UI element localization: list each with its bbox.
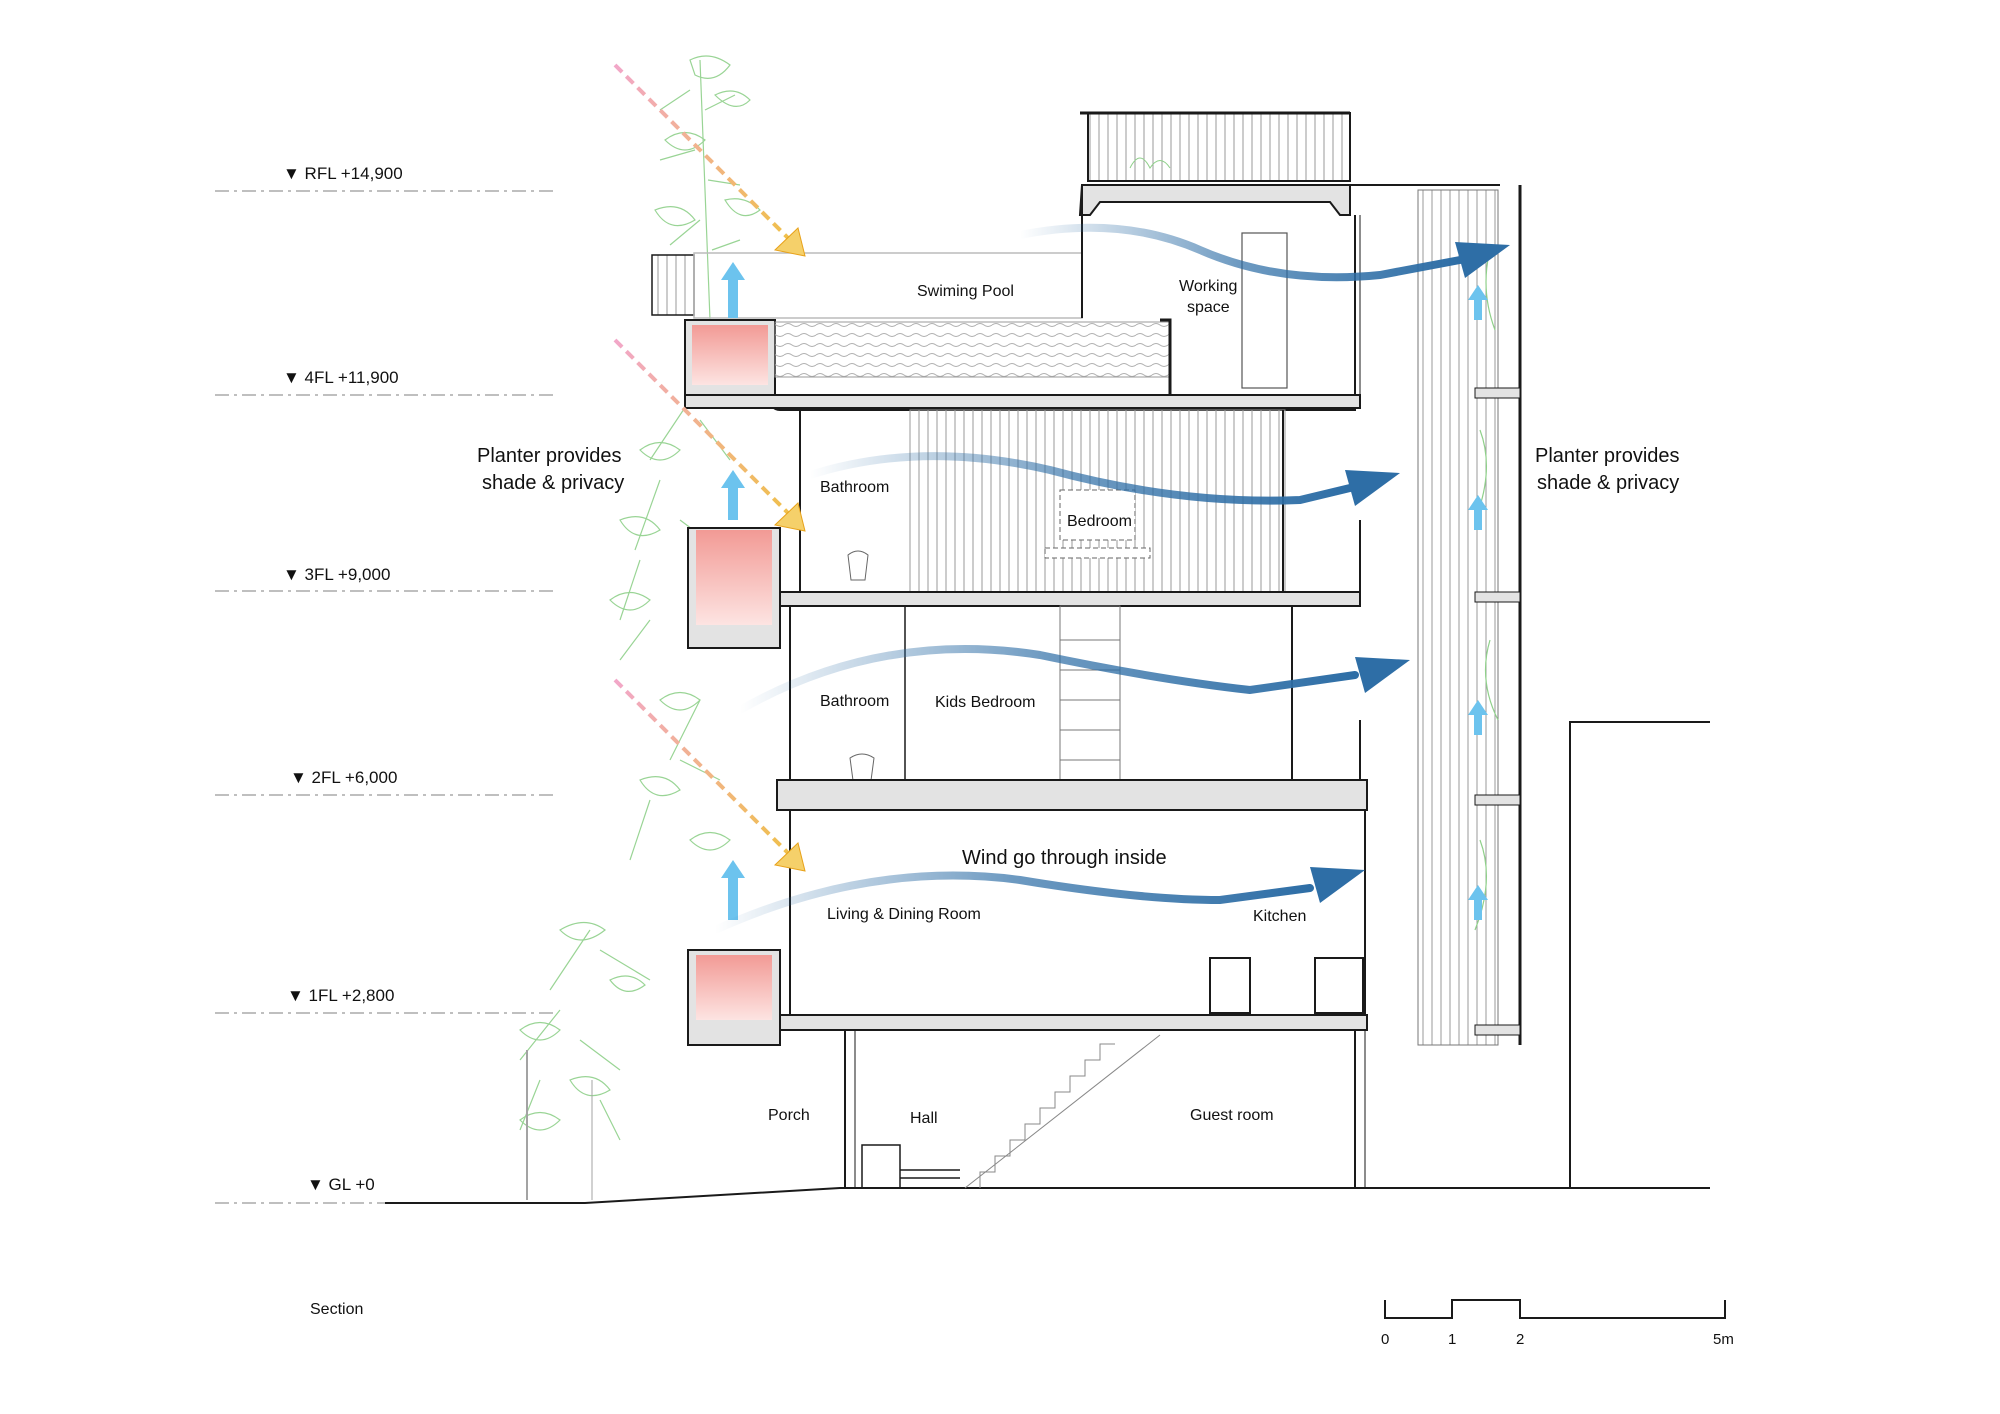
level-gl: ▼ GL +0 xyxy=(215,1175,385,1204)
planter-note-right: shade & privacy xyxy=(1537,472,1679,494)
sun-rays xyxy=(613,63,806,872)
air-up-arrow-icon xyxy=(1468,700,1488,735)
room-label-living-dining: Living & Dining Room xyxy=(827,906,981,923)
wind-arrow-icon xyxy=(1016,223,1510,282)
drawing-caption: Section xyxy=(310,1301,363,1318)
level-rfl: ▼ RFL +14,900 xyxy=(215,164,555,192)
room-label-bathroom: Bathroom xyxy=(820,479,889,496)
room-label-working-space: space xyxy=(1187,299,1230,316)
floor-4fl xyxy=(651,185,1361,411)
wind-arrows xyxy=(711,223,1510,934)
scale-tick-label: 1 xyxy=(1448,1331,1456,1348)
room-label-kitchen: Kitchen xyxy=(1253,908,1306,925)
air-up-arrow-icon xyxy=(721,860,745,920)
wind-arrow-icon xyxy=(736,645,1410,714)
sun-ray-arrow-icon xyxy=(613,678,806,872)
level-3fl: ▼ 3FL +9,000 xyxy=(215,565,555,592)
room-labels: Swiming Pool Working space Bathroom Bedr… xyxy=(768,278,1306,1127)
air-up-arrow-icon xyxy=(1468,495,1488,530)
room-label-working-space: Working xyxy=(1179,278,1237,295)
air-up-arrow-icon xyxy=(721,470,745,520)
air-up-arrow-icon xyxy=(1468,285,1488,320)
level-label: ▼ 4FL +11,900 xyxy=(283,368,399,387)
room-label-hall: Hall xyxy=(910,1110,938,1127)
level-label: ▼ GL +0 xyxy=(307,1175,375,1194)
sun-ray-arrow-icon xyxy=(613,63,806,257)
ground xyxy=(385,721,1710,1204)
room-label-kids-bedroom: Kids Bedroom xyxy=(935,694,1036,711)
air-up-arrow-icon xyxy=(1468,885,1488,920)
level-label: ▼ 1FL +2,800 xyxy=(287,986,394,1005)
level-1fl: ▼ 1FL +2,800 xyxy=(215,986,555,1014)
ground-floor xyxy=(844,1030,1366,1189)
level-label: ▼ 3FL +9,000 xyxy=(283,565,390,584)
planter-note-left: Planter provides xyxy=(477,445,622,467)
level-markers: ▼ RFL +14,900 ▼ 4FL +11,900 ▼ 3FL +9,000… xyxy=(215,164,555,1204)
scale-bar: 0 1 2 5m xyxy=(1381,1299,1734,1348)
wind-arrow-icon xyxy=(711,867,1365,934)
scale-tick-label: 5m xyxy=(1713,1331,1734,1348)
scale-tick-label: 0 xyxy=(1381,1331,1389,1348)
planter-note-left: shade & privacy xyxy=(482,472,624,494)
room-label-bathroom: Bathroom xyxy=(820,693,889,710)
level-label: ▼ RFL +14,900 xyxy=(283,164,403,183)
planter-note-right: Planter provides xyxy=(1535,445,1680,467)
air-up-arrows xyxy=(721,262,1488,920)
floor-1fl xyxy=(687,810,1368,1046)
annotations: Planter provides shade & privacy Planter… xyxy=(477,445,1680,869)
scale-tick-label: 2 xyxy=(1516,1331,1524,1348)
room-label-guest-room: Guest room xyxy=(1190,1107,1274,1124)
air-up-arrow-icon xyxy=(721,262,745,318)
wind-arrow-icon xyxy=(806,452,1400,506)
level-label: ▼ 2FL +6,000 xyxy=(290,768,397,787)
floor-2fl xyxy=(776,605,1368,811)
floor-3fl xyxy=(687,408,1361,649)
right-louver-facade xyxy=(1417,185,1522,1046)
room-label-bedroom: Bedroom xyxy=(1067,513,1132,530)
level-4fl: ▼ 4FL +11,900 xyxy=(215,368,555,396)
room-label-swimming-pool: Swiming Pool xyxy=(917,283,1014,300)
level-2fl: ▼ 2FL +6,000 xyxy=(215,768,555,796)
sun-ray-arrow-icon xyxy=(613,338,806,532)
room-label-porch: Porch xyxy=(768,1107,810,1124)
roof xyxy=(1078,111,1500,216)
wind-note: Wind go through inside xyxy=(962,847,1167,869)
